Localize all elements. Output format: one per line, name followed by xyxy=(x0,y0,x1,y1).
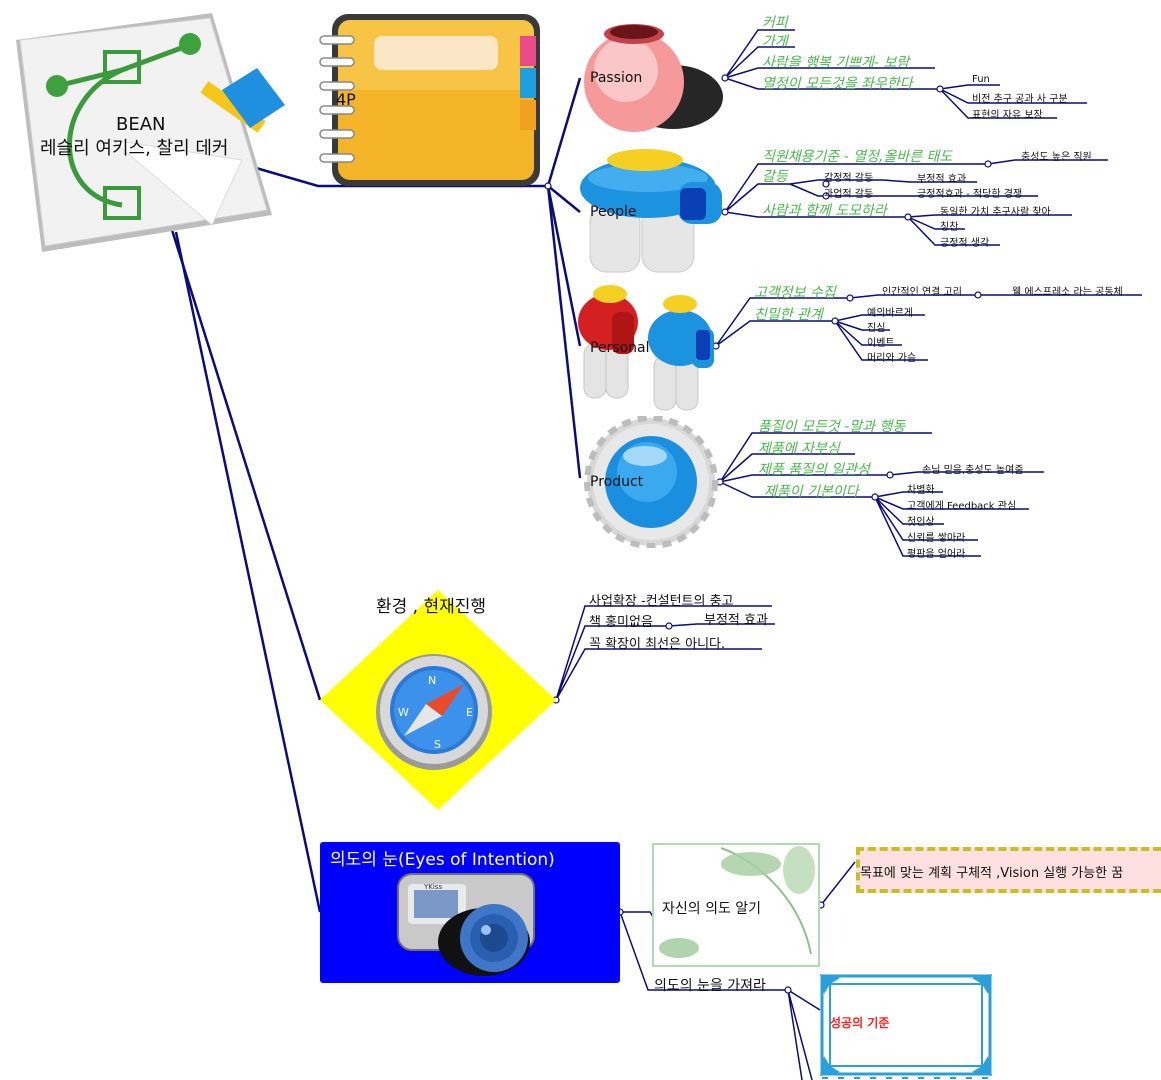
product-label: Product xyxy=(590,474,644,490)
svg-text:W: W xyxy=(398,706,409,719)
svg-text:S: S xyxy=(434,738,441,751)
people-sub: 칭찬 xyxy=(940,222,959,233)
people-figure-image xyxy=(580,149,722,273)
personal-item: 친밀한 관계 xyxy=(754,307,823,323)
people-sub: 긍정적효과 - 적당한 경쟁 xyxy=(917,189,1023,200)
people-label: People xyxy=(590,204,637,220)
leaf-card-image xyxy=(652,843,820,967)
env-item: 사업확장 -컨설턴트의 충고 xyxy=(589,594,734,609)
passion-sub: Fun xyxy=(972,74,990,85)
eyes-label: 의도의 눈(Eyes of Intention) xyxy=(330,850,555,870)
personal-label: Personal xyxy=(590,340,650,356)
eyes-item: 의도의 눈을 가져라 xyxy=(654,978,766,994)
product-sub: 고객에게 Feedback 관심 xyxy=(907,501,1017,512)
people-sub: 부정적 효과 xyxy=(917,174,967,185)
camera-icon xyxy=(397,873,535,976)
env-sub: 부정적 효과 xyxy=(704,613,768,628)
notebook-icon xyxy=(319,14,540,186)
camera-brand: YKiss xyxy=(424,883,443,891)
passion-jar-image xyxy=(584,24,723,132)
root-subtitle: 레슬리 여키스, 찰리 데커 xyxy=(40,138,229,159)
product-item: 제품이 기본이다 xyxy=(764,484,859,500)
people-item: 사람과 함께 도모하라 xyxy=(762,203,887,219)
root-bean-image xyxy=(16,13,285,252)
people-sub: 감정적 갈등 xyxy=(824,173,874,184)
svg-text:N: N xyxy=(428,674,436,687)
people-sub: 충성도 높은 직원 xyxy=(1021,152,1092,163)
env-item: 꼭 확장이 최선은 아니다. xyxy=(589,637,726,652)
personal-sub: 머리와 가슴 xyxy=(867,353,917,364)
env-item: 책 홍미없음 xyxy=(589,615,653,630)
passion-label: Passion xyxy=(590,70,643,86)
product-gear-image xyxy=(584,416,718,548)
product-item: 품질이 모든것 -말과 행동 xyxy=(758,419,906,435)
people-item: 갈등 xyxy=(762,169,788,185)
goal-text: 목표에 맞는 계획 구체적 ,Vision 실행 가능한 꿈 xyxy=(860,866,1124,881)
product-sub: 신뢰를 쌓아라 xyxy=(907,533,966,544)
people-sub: 과업적 갈등 xyxy=(824,189,874,200)
passion-item: 가게 xyxy=(762,34,788,50)
personal-sub: 이벤트 xyxy=(867,338,895,349)
env-label: 환경 , 현재진행 xyxy=(376,597,487,617)
people-sub: 긍정적 생각 xyxy=(940,238,990,249)
personal-sub: 진심 xyxy=(867,323,886,334)
goal-box xyxy=(856,847,1161,893)
passion-sub: 비전 추구 공과 사 구분 xyxy=(972,94,1068,105)
personal-figures-image xyxy=(578,285,714,411)
personal-item: 고객정보 수집 xyxy=(754,285,836,301)
personal-sub: 웰 에스프레소 라는 공동체 xyxy=(1012,287,1123,298)
passion-sub: 표현의 자유 보장 xyxy=(972,110,1043,121)
people-item: 직원채용기준 - 열정,올바른 태도 xyxy=(762,149,953,165)
root-title: BEAN xyxy=(116,114,166,135)
fourp-label: 4P xyxy=(336,90,356,109)
personal-sub: 예의바르게 xyxy=(867,308,913,319)
people-sub: 동일한 가치 추구사람 찾아 xyxy=(940,207,1051,218)
product-sub: 차별화 xyxy=(907,485,935,496)
product-sub: 손님 믿음,충성도 높여줌 xyxy=(922,465,1024,476)
eyes-item: 자신의 의도 알기 xyxy=(662,901,762,917)
env-diamond: N E W S xyxy=(320,590,556,810)
product-sub: 첫인상 xyxy=(907,517,935,528)
success-frame xyxy=(820,974,992,1079)
passion-item: 열정이 모든것을 좌우한다 xyxy=(762,76,913,92)
product-sub: 평판을 얻어라 xyxy=(907,549,966,560)
personal-sub: 인간적인 연결 고리 xyxy=(882,287,962,298)
success-label: 성공의 기준 xyxy=(830,1016,890,1030)
product-item: 제품 품질의 일관성 xyxy=(758,462,870,478)
passion-item: 커피 xyxy=(762,15,788,31)
svg-text:E: E xyxy=(466,706,473,719)
product-item: 제품에 자부심 xyxy=(758,441,840,457)
passion-item: 사람을 행복 기쁘게- 보람 xyxy=(762,55,910,71)
